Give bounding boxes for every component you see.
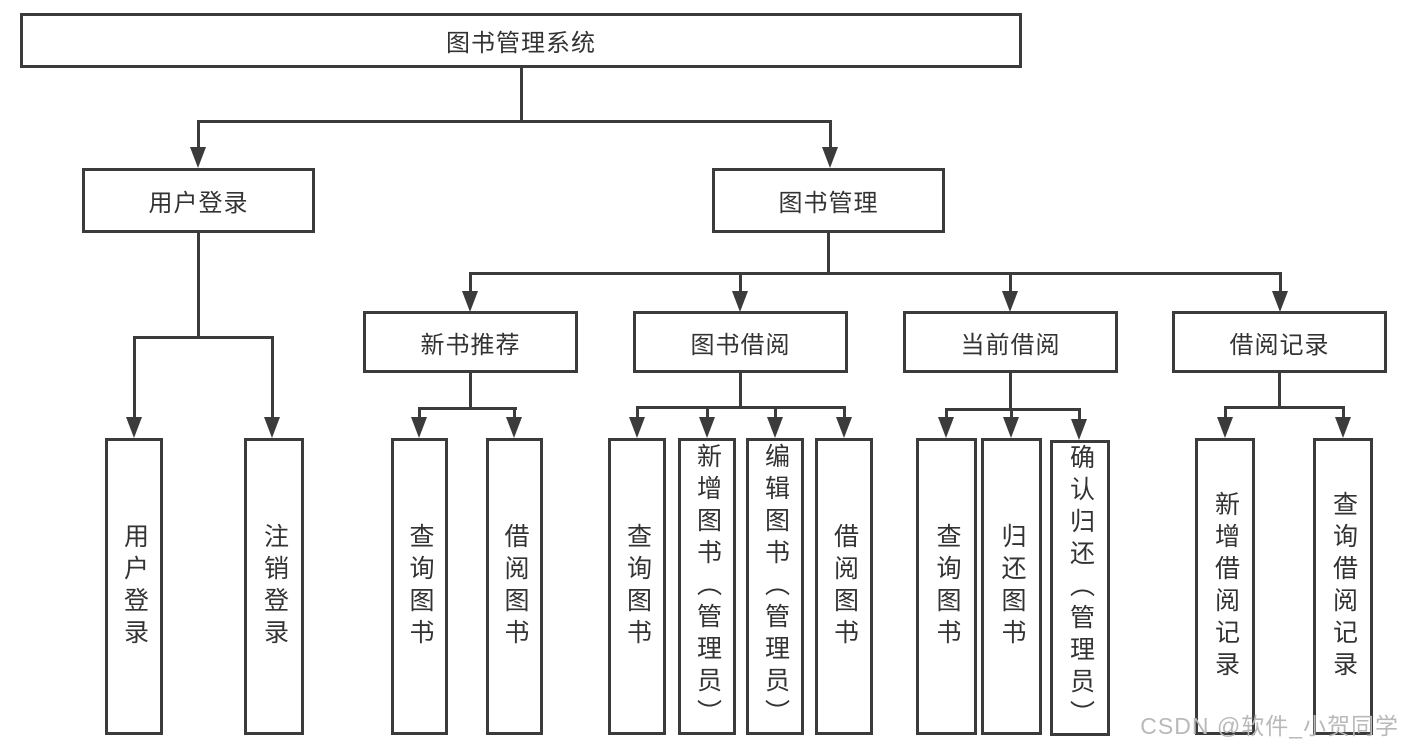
connector-line — [197, 120, 200, 150]
leaf-query-borrow-record: 查询借阅记录 — [1313, 438, 1373, 735]
leaf-query-books-current-label: 查询图书 — [933, 522, 961, 651]
connector-line — [197, 233, 200, 336]
arrow-down — [126, 417, 142, 438]
leaf-edit-books-admin: 编辑图书（管理员） — [746, 438, 804, 735]
leaf-borrow-books-recommend: 借阅图书 — [486, 438, 543, 735]
arrow-down — [822, 147, 838, 168]
leaf-return-books-label: 归还图书 — [998, 522, 1026, 651]
leaf-query-books-current: 查询图书 — [916, 438, 977, 735]
arrow-down — [1217, 417, 1233, 438]
leaf-confirm-return-admin-label: 确认归还（管理员） — [1066, 444, 1095, 732]
leaf-add-borrow-record-label: 新增借阅记录 — [1211, 490, 1240, 683]
connector-line — [1009, 373, 1012, 408]
node-borrow-record: 借阅记录 — [1172, 311, 1387, 373]
connector-line — [829, 120, 832, 150]
leaf-borrow-books: 借阅图书 — [815, 438, 873, 735]
arrow-down — [1272, 291, 1288, 312]
arrow-down — [264, 417, 280, 438]
leaf-logout: 注销登录 — [244, 438, 304, 735]
connector-line — [739, 272, 742, 292]
connector-line — [945, 408, 1081, 411]
node-new-book-recommend: 新书推荐 — [363, 311, 578, 373]
leaf-edit-books-admin-label: 编辑图书（管理员） — [761, 442, 790, 731]
connector-line — [520, 68, 523, 120]
arrow-down — [411, 417, 427, 438]
leaf-query-books-borrow-label: 查询图书 — [623, 522, 652, 651]
arrow-down — [629, 417, 645, 438]
arrow-down — [1335, 417, 1351, 438]
connector-line — [636, 406, 846, 409]
connector-line — [827, 233, 830, 272]
leaf-logout-label: 注销登录 — [260, 522, 289, 651]
connector-line — [774, 406, 777, 419]
connector-line — [1078, 408, 1081, 419]
connector-line — [271, 336, 274, 418]
leaf-query-books-recommend-label: 查询图书 — [406, 522, 434, 651]
connector-line — [133, 336, 136, 418]
connector-line — [1278, 373, 1281, 406]
arrow-down — [1003, 417, 1019, 438]
connector-line — [945, 408, 948, 419]
arrow-down — [1071, 419, 1087, 440]
connector-line — [513, 407, 516, 419]
connector-line — [418, 407, 421, 419]
connector-line — [1009, 272, 1012, 292]
leaf-return-books: 归还图书 — [981, 438, 1042, 735]
arrow-down — [836, 417, 852, 438]
arrow-down — [938, 417, 954, 438]
arrow-down — [732, 291, 748, 312]
connector-line — [1224, 406, 1345, 409]
connector-line — [469, 373, 472, 407]
arrow-down — [462, 291, 478, 312]
node-book-borrow: 图书借阅 — [633, 311, 848, 373]
arrow-down — [1002, 291, 1018, 312]
connector-line — [1342, 406, 1345, 419]
connector-line — [469, 272, 1282, 275]
leaf-confirm-return-admin: 确认归还（管理员） — [1050, 440, 1110, 736]
arrow-down — [190, 147, 206, 168]
connector-line — [418, 407, 517, 410]
leaf-add-borrow-record: 新增借阅记录 — [1195, 438, 1255, 735]
connector-line — [1224, 406, 1227, 419]
connector-line — [197, 120, 832, 123]
node-book-management: 图书管理 — [712, 168, 945, 233]
connector-line — [133, 336, 274, 339]
leaf-user-login: 用户登录 — [105, 438, 163, 735]
connector-line — [469, 272, 472, 292]
leaf-add-books-admin: 新增图书（管理员） — [678, 438, 736, 735]
leaf-add-books-admin-label: 新增图书（管理员） — [693, 442, 722, 731]
leaf-query-books-recommend: 查询图书 — [391, 438, 448, 735]
connector-line — [636, 406, 639, 419]
leaf-borrow-books-label: 借阅图书 — [830, 522, 859, 651]
leaf-user-login-label: 用户登录 — [120, 522, 149, 651]
node-current-borrow: 当前借阅 — [903, 311, 1118, 373]
arrow-down — [699, 417, 715, 438]
leaf-query-books-borrow: 查询图书 — [608, 438, 666, 735]
node-user-login: 用户登录 — [82, 168, 315, 233]
connector-line — [706, 406, 709, 419]
connector-line — [1279, 272, 1282, 292]
root-node-library-management-system: 图书管理系统 — [20, 13, 1022, 68]
arrow-down — [506, 417, 522, 438]
connector-line — [739, 373, 742, 406]
arrow-down — [767, 417, 783, 438]
connector-line — [1010, 408, 1013, 419]
leaf-borrow-books-recommend-label: 借阅图书 — [501, 522, 529, 651]
connector-line — [843, 406, 846, 419]
leaf-query-borrow-record-label: 查询借阅记录 — [1329, 490, 1358, 683]
csdn-watermark: CSDN @软件_小贺同学 — [1140, 713, 1399, 739]
